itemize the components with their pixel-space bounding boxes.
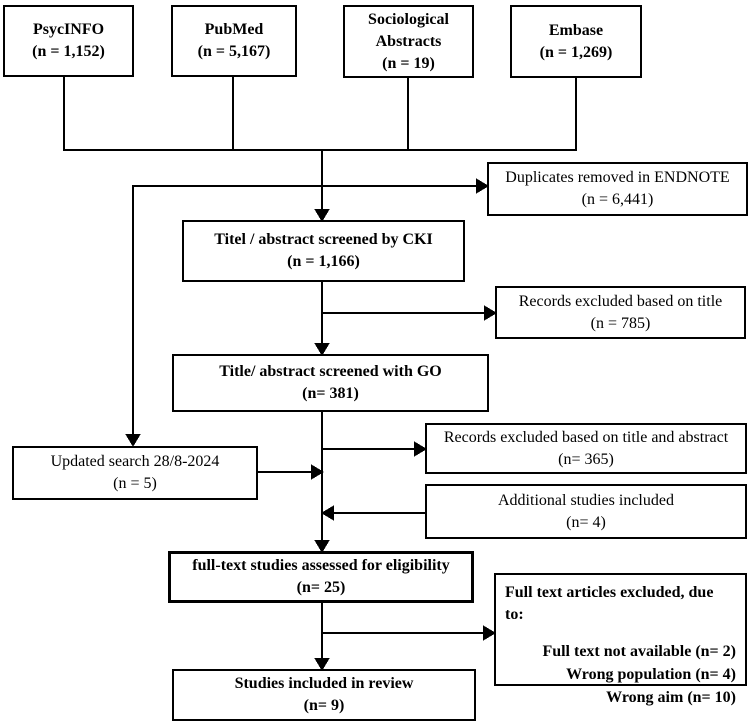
psycinfo-label: PsycINFO: [32, 21, 105, 38]
updated-search-count: (n = 5): [113, 475, 157, 492]
fulltext-excluded-title: Full text articles excluded, due to:: [505, 584, 714, 623]
box-additional-studies: Additional studies included (n= 4): [425, 484, 747, 539]
excluded-title-count: (n = 785): [590, 314, 651, 332]
box-sociological-abstracts: Sociological Abstracts (n = 19): [343, 5, 474, 78]
updated-search-label: Updated search 28/8-2024: [50, 453, 220, 470]
arrowhead-into-updated-search: [125, 434, 141, 447]
box-excluded-title-abstract: Records excluded based on title and abst…: [425, 423, 747, 474]
included-review-count: (n= 9): [303, 697, 345, 714]
sociological-label-line2: Abstracts: [375, 32, 442, 50]
embase-count: (n = 1,269): [539, 43, 613, 61]
arrowhead-into-excluded-title: [484, 305, 497, 321]
excluded-title-abstract-label: Records excluded based on title and abst…: [443, 428, 729, 446]
box-embase: Embase (n = 1,269): [510, 5, 642, 78]
included-review-label: Studies included in review: [234, 675, 414, 692]
box-pubmed: PubMed (n = 5,167): [171, 5, 297, 77]
sociological-label-line1: Sociological: [368, 10, 449, 28]
go-screen-label: Title/ abstract screened with GO: [219, 363, 442, 380]
sociological-count: (n = 19): [382, 54, 435, 72]
pubmed-label: PubMed: [204, 21, 264, 38]
excluded-title-label: Records excluded based on title: [518, 292, 723, 310]
embase-label: Embase: [548, 21, 604, 39]
arrowhead-into-duplicates: [476, 178, 489, 194]
box-fulltext-excluded: Full text articles excluded, due to: Ful…: [494, 573, 747, 706]
box-excluded-title: Records excluded based on title (n = 785…: [495, 286, 746, 339]
box-fulltext-assessed: full-text studies assessed for eligibili…: [168, 551, 474, 603]
pubmed-count: (n = 5,167): [197, 43, 271, 60]
fulltext-excluded-reason-wrong-aim: Wrong aim (n= 10): [606, 689, 736, 706]
fulltext-assessed-label: full-text studies assessed for eligibili…: [192, 557, 450, 574]
cki-screen-count: (n = 1,166): [287, 253, 360, 270]
psycinfo-count: (n = 1,152): [32, 43, 105, 60]
arrowhead-into-cki: [314, 209, 330, 222]
go-screen-count: (n= 381): [302, 385, 359, 402]
cki-screen-label: Titel / abstract screened by CKI: [214, 231, 433, 248]
box-psycinfo: PsycINFO (n = 1,152): [3, 5, 134, 77]
fulltext-assessed-count: (n= 25): [296, 579, 346, 596]
arrowhead-into-included: [314, 658, 330, 671]
duplicates-count: (n = 6,441): [581, 191, 654, 208]
box-duplicates-removed: Duplicates removed in ENDNOTE (n = 6,441…: [487, 162, 748, 216]
arrowhead-from-updated-search: [311, 464, 324, 480]
duplicates-label: Duplicates removed in ENDNOTE: [505, 169, 730, 186]
box-included-review: Studies included in review (n= 9): [172, 669, 476, 721]
fulltext-excluded-reason-not-available: Full text not available (n= 2): [542, 643, 736, 660]
additional-studies-label: Additional studies included: [498, 491, 674, 509]
fulltext-excluded-reasons: Full text not available (n= 2) Wrong pop…: [505, 640, 736, 709]
excluded-title-abstract-count: (n= 365): [558, 450, 614, 468]
arrowhead-into-fulltext-excluded: [483, 625, 496, 641]
additional-studies-count: (n= 4): [566, 513, 606, 531]
arrowhead-into-excluded-title-abstract: [414, 441, 427, 457]
arrowhead-from-additional-studies: [321, 505, 334, 521]
fulltext-excluded-reason-wrong-population: Wrong population (n= 4): [566, 666, 736, 683]
box-go-screen: Title/ abstract screened with GO (n= 381…: [172, 354, 489, 412]
box-cki-screen: Titel / abstract screened by CKI (n = 1,…: [182, 220, 465, 282]
box-updated-search: Updated search 28/8-2024 (n = 5): [12, 446, 258, 500]
arrowhead-into-go: [314, 343, 330, 356]
arrowhead-into-fulltext: [314, 540, 330, 553]
